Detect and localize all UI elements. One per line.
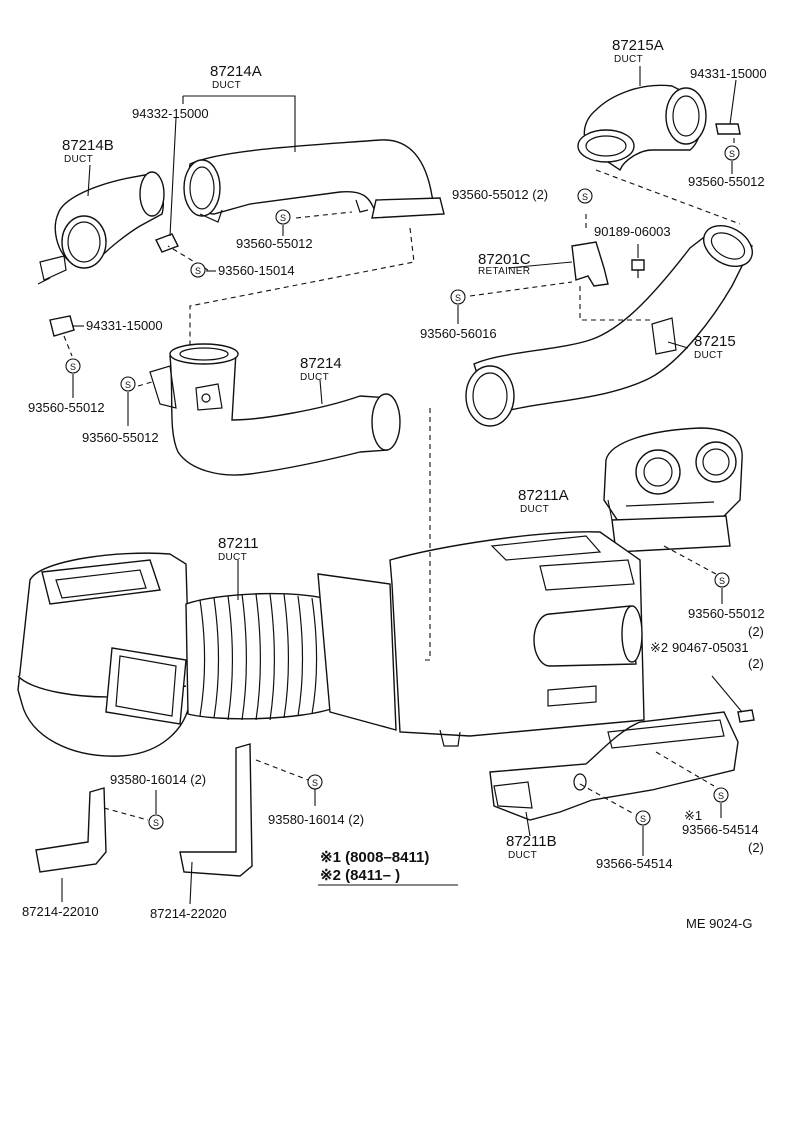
label-93560-55012-b: 93560-55012 xyxy=(688,174,765,189)
s-symbol: S xyxy=(577,188,593,204)
bolt-90467-drawing xyxy=(737,709,755,723)
svg-text:S: S xyxy=(153,818,159,828)
label-90467-05031-qty: (2) xyxy=(748,656,764,671)
duct-87215-drawing xyxy=(465,225,753,427)
s-symbol: S xyxy=(307,774,323,790)
duct-87211a-drawing xyxy=(603,427,743,553)
bolt-90189-drawing xyxy=(631,259,645,278)
label-87211a: 87211A xyxy=(518,487,569,504)
label-87214: 87214 xyxy=(300,355,342,372)
svg-text:S: S xyxy=(719,576,725,586)
label-94332-15000: 94332-15000 xyxy=(132,106,209,121)
label-93566-54514-a-qty: (2) xyxy=(748,840,764,855)
label-mark2: ※2 xyxy=(650,640,668,655)
svg-text:S: S xyxy=(280,213,286,223)
s-symbol: S xyxy=(714,572,730,588)
s-symbol: S xyxy=(148,814,164,830)
part-labels: 87214A DUCT 94332-15000 87214B DUCT 9356… xyxy=(22,37,767,921)
svg-text:S: S xyxy=(312,778,318,788)
clip-94331-right-drawing xyxy=(715,123,741,135)
label-87211: 87211 xyxy=(218,535,259,552)
label-87214a-name: DUCT xyxy=(212,80,241,91)
duct-87214b-drawing xyxy=(37,171,165,285)
clip-94332-drawing xyxy=(155,233,179,253)
leader-lines xyxy=(61,66,743,905)
label-87215a-name: DUCT xyxy=(614,54,643,65)
duct-87211-drawing xyxy=(17,531,645,757)
label-90189-06003: 90189-06003 xyxy=(594,224,671,239)
notes: ※1 (8008–8411) ※2 (8411– ) xyxy=(320,849,429,884)
label-93560-55012-f: 93560-55012 xyxy=(688,606,765,621)
label-93580-16014-a: 93580-16014 (2) xyxy=(110,772,206,787)
bracket-87214-22010-drawing xyxy=(35,787,107,873)
s-symbol: S xyxy=(724,145,740,161)
svg-text:S: S xyxy=(195,266,201,276)
label-93580-16014-b: 93580-16014 (2) xyxy=(268,812,364,827)
svg-text:S: S xyxy=(70,362,76,372)
label-93560-55012-e: 93560-55012 xyxy=(82,430,159,445)
label-87201c-name: RETAINER xyxy=(478,266,530,277)
label-93560-15014: 93560-15014 xyxy=(218,263,295,278)
note-1: ※1 (8008–8411) xyxy=(320,849,429,866)
label-87215: 87215 xyxy=(694,333,736,350)
retainer-87201c-drawing xyxy=(571,241,609,287)
duct-87211b-drawing xyxy=(489,711,739,821)
label-93566-54514-a: 93566-54514 xyxy=(682,822,759,837)
label-87211b: 87211B xyxy=(506,833,557,850)
dashed-connection-lines xyxy=(63,136,741,821)
label-87214-22010: 87214-22010 xyxy=(22,904,99,919)
label-87215-name: DUCT xyxy=(694,350,723,361)
label-87214b: 87214B xyxy=(62,137,114,154)
label-93560-55012-f-qty: (2) xyxy=(748,624,764,639)
s-washer-symbols: S S S S S S S S S S S S xyxy=(65,145,740,830)
label-93560-55012-c: 93560-55012 (2) xyxy=(452,187,548,202)
label-87201c: 87201C xyxy=(478,251,531,268)
s-symbol: S xyxy=(120,376,136,392)
s-symbol: S xyxy=(635,810,651,826)
s-symbol: S xyxy=(190,262,206,278)
svg-text:S: S xyxy=(718,791,724,801)
s-symbol: S xyxy=(65,358,81,374)
s-symbol: S xyxy=(275,209,291,225)
label-93560-55012-d: 93560-55012 xyxy=(28,400,105,415)
diagram-code: ME 9024-G xyxy=(686,916,752,931)
svg-text:S: S xyxy=(582,192,588,202)
label-87214-22020: 87214-22020 xyxy=(150,906,227,921)
duct-87214-drawing xyxy=(149,343,401,476)
label-87211b-name: DUCT xyxy=(508,850,537,861)
duct-87214a-drawing xyxy=(183,139,445,223)
label-94331-15000-b: 94331-15000 xyxy=(86,318,163,333)
s-symbol: S xyxy=(713,787,729,803)
svg-text:S: S xyxy=(455,293,461,303)
label-87214a: 87214A xyxy=(210,63,262,80)
label-87211a-name: DUCT xyxy=(520,504,549,515)
label-90467-05031: 90467-05031 xyxy=(672,640,749,655)
label-87215a: 87215A xyxy=(612,37,664,54)
clip-94331-left-drawing xyxy=(49,315,75,337)
label-87214-name: DUCT xyxy=(300,372,329,383)
label-87214b-name: DUCT xyxy=(64,154,93,165)
label-93566-54514-b: 93566-54514 xyxy=(596,856,673,871)
s-symbol: S xyxy=(450,289,466,305)
label-mark1: ※1 xyxy=(684,808,702,823)
svg-text:S: S xyxy=(640,814,646,824)
label-93560-56016: 93560-56016 xyxy=(420,326,497,341)
label-94331-15000-a: 94331-15000 xyxy=(690,66,767,81)
svg-text:S: S xyxy=(125,380,131,390)
label-93560-55012-a: 93560-55012 xyxy=(236,236,313,251)
duct-87215a-drawing xyxy=(577,84,707,172)
label-87211-name: DUCT xyxy=(218,552,247,563)
bracket-87214-22020-drawing xyxy=(179,743,253,877)
svg-text:S: S xyxy=(729,149,735,159)
note-2: ※2 (8411– ) xyxy=(320,867,400,884)
